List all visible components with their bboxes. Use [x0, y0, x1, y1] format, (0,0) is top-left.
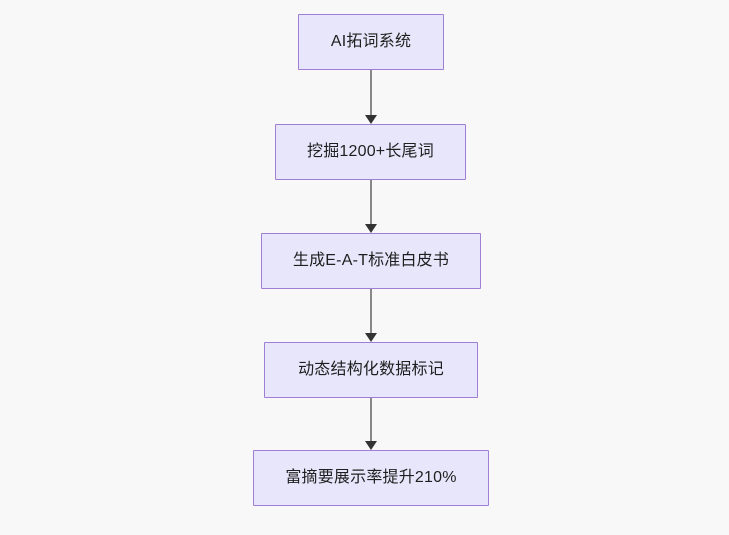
edge-n1-n2 [365, 70, 377, 124]
arrowhead-icon [365, 333, 377, 342]
edge-line [370, 398, 372, 441]
node-label: 富摘要展示率提升210% [285, 469, 457, 487]
arrowhead-icon [365, 224, 377, 233]
edge-line [370, 180, 372, 224]
node-label: 动态结构化数据标记 [298, 361, 444, 379]
flowchart-node-rich-snippet-result[interactable]: 富摘要展示率提升210% [253, 450, 489, 506]
arrowhead-icon [365, 115, 377, 124]
edge-line [370, 70, 372, 115]
edge-n4-n5 [365, 398, 377, 450]
flowchart-node-ai-keyword-system[interactable]: AI拓词系统 [298, 14, 444, 70]
arrowhead-icon [365, 441, 377, 450]
node-label: 挖掘1200+长尾词 [307, 143, 434, 161]
flowchart-node-structured-data-markup[interactable]: 动态结构化数据标记 [264, 342, 478, 398]
flowchart-node-eat-whitepaper[interactable]: 生成E-A-T标准白皮书 [261, 233, 481, 289]
edge-n3-n4 [365, 289, 377, 342]
node-label: AI拓词系统 [330, 33, 412, 51]
edge-n2-n3 [365, 180, 377, 233]
node-label: 生成E-A-T标准白皮书 [292, 252, 450, 270]
edge-line [370, 289, 372, 333]
flowchart-node-longtail-keywords[interactable]: 挖掘1200+长尾词 [275, 124, 466, 180]
